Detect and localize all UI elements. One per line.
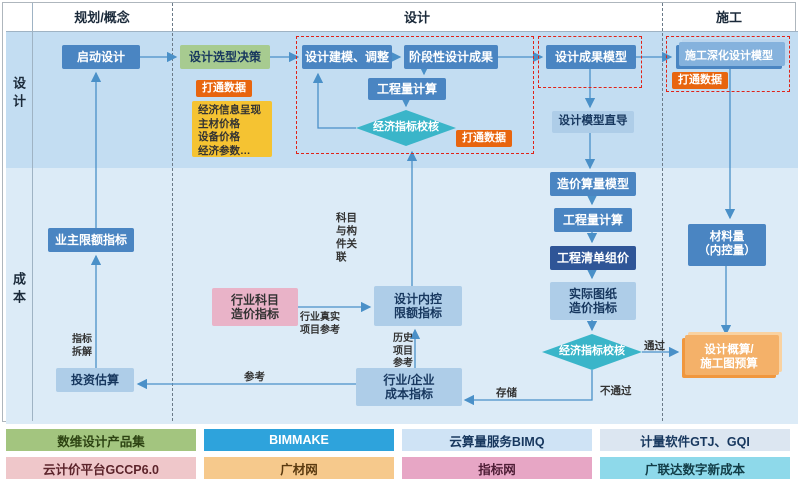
node-actual-drawing-index: 实际图纸 造价指标 <box>550 282 636 320</box>
design-internal-line-1: 设计内控 <box>393 291 442 306</box>
tag-data-link-3: 打通数据 <box>672 72 728 89</box>
legend-zhibiao: 指标网 <box>402 457 592 479</box>
node-phased-results: 阶段性设计成果 <box>404 45 498 69</box>
node-list-pricing: 工程清单组价 <box>550 246 636 270</box>
design-internal-line-2: 限额指标 <box>393 306 442 320</box>
column-header-planning: 规划/概念 <box>74 10 130 25</box>
node-start-design: 启动设计 <box>62 45 140 69</box>
design-budget-line-1: 设计概算/ <box>704 344 754 357</box>
node-design-budget: 设计概算/ 施工图预算 <box>682 332 782 378</box>
phase-divider-design-construction <box>662 3 663 421</box>
edge-label-pass: 通过 <box>644 340 665 352</box>
industry-subject-line-2: 造价指标 <box>230 307 279 321</box>
node-material-quantity: 材料量 （内控量） <box>688 224 766 266</box>
node-design-internal-limit: 设计内控 限额指标 <box>374 286 462 326</box>
row-label-divider <box>32 3 33 421</box>
actual-drawing-line-1: 实际图纸 <box>568 286 617 301</box>
industry-subject-line-1: 行业科目 <box>230 292 279 307</box>
node-design-result-model: 设计成果模型 <box>546 45 636 69</box>
edge-label-indicator-split: 指标拆解 <box>72 334 92 358</box>
node-quantity-calc-design: 工程量计算 <box>368 78 446 100</box>
actual-drawing-line-2: 造价指标 <box>568 301 617 315</box>
economic-info-line-4: 经济参数… <box>198 144 251 157</box>
node-quantity-calc-cost: 工程量计算 <box>554 208 632 232</box>
tag-data-link-1: 打通数据 <box>196 80 252 97</box>
legend-gccp: 云计价平台GCCP6.0 <box>6 457 196 479</box>
node-investment-estimate: 投资估算 <box>56 368 134 392</box>
row-label-cost: 成本 <box>11 272 26 308</box>
column-header-construction: 施工 <box>715 10 742 25</box>
node-design-selection: 设计选型决策 <box>180 45 270 69</box>
legend-gcw: 广材网 <box>204 457 394 479</box>
material-quantity-line-2: （内控量） <box>698 245 756 257</box>
node-cost-quantity-model: 造价算量模型 <box>550 172 636 196</box>
edge-label-reference: 参考 <box>244 371 265 383</box>
node-industry-enterprise-cost: 行业/企业 成本指标 <box>356 368 462 406</box>
legend-gtj-gqi: 计量软件GTJ、GQI <box>600 429 790 451</box>
edge-label-history-ref: 历史项目参考 <box>393 333 413 369</box>
industry-enterprise-line-1: 行业/企业 <box>383 372 435 387</box>
material-quantity-line-1: 材料量 <box>709 231 745 244</box>
legend-shuwei-design: 数维设计产品集 <box>6 429 196 451</box>
node-design-modeling: 设计建模、调整 <box>302 45 392 69</box>
node-economic-info: 经济信息呈现 主材价格 设备价格 经济参数… <box>192 101 272 157</box>
phase-divider-planning-design <box>172 3 173 421</box>
edge-label-store: 存储 <box>496 387 517 399</box>
economic-info-line-1: 经济信息呈现 <box>198 104 261 116</box>
industry-enterprise-line-2: 成本指标 <box>384 387 433 401</box>
legend-digital-cost: 广联达数字新成本 <box>600 457 790 479</box>
node-industry-subject-index: 行业科目 造价指标 <box>212 288 298 326</box>
legend-bimmake: BIMMAKE <box>204 429 394 451</box>
node-construction-model: 施工深化设计模型 <box>676 39 788 69</box>
column-header-design: 设计 <box>403 10 430 25</box>
header-divider <box>6 31 798 32</box>
node-owner-limit: 业主限额指标 <box>48 228 134 252</box>
edge-label-industry-real-ref: 行业真实项目参考 <box>300 312 340 336</box>
edge-label-fail: 不通过 <box>600 385 632 397</box>
legend-bimq: 云算量服务BIMQ <box>402 429 592 451</box>
row-label-design: 设计 <box>11 76 26 112</box>
economic-info-line-2: 主材价格 <box>198 117 240 130</box>
tag-data-link-2: 打通数据 <box>456 130 512 147</box>
node-model-direct-export: 设计模型直导 <box>552 111 634 133</box>
economic-info-line-3: 设备价格 <box>198 131 240 144</box>
edge-label-subject-component: 科目与构件关联 <box>336 212 357 264</box>
design-budget-line-2: 施工图预算 <box>700 358 758 370</box>
